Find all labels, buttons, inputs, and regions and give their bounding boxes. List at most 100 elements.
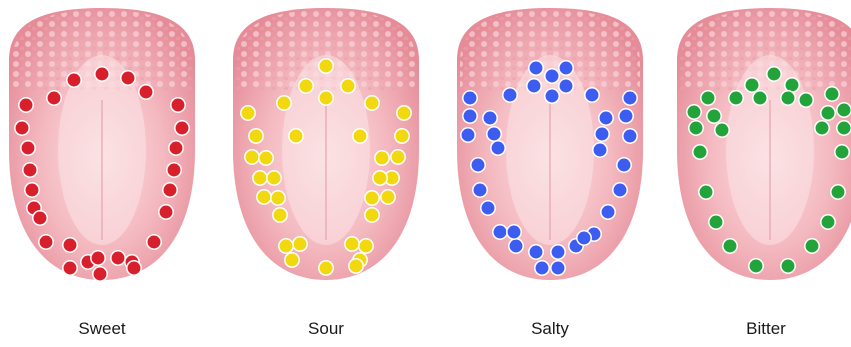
taste-dot — [745, 78, 759, 92]
taste-dot — [529, 61, 543, 75]
label-salty: Salty — [480, 319, 620, 339]
taste-dot — [19, 98, 33, 112]
taste-dot — [91, 251, 105, 265]
taste-dot — [159, 205, 173, 219]
taste-dot — [241, 106, 255, 120]
taste-dot — [585, 88, 599, 102]
taste-dot — [617, 158, 631, 172]
taste-dot — [271, 191, 285, 205]
taste-dot — [127, 261, 141, 275]
taste-dot — [365, 208, 379, 222]
taste-dot — [277, 96, 291, 110]
taste-dot — [375, 151, 389, 165]
taste-dot — [279, 239, 293, 253]
taste-dot — [687, 105, 701, 119]
tongue-sour — [233, 8, 419, 280]
taste-dot — [299, 79, 313, 93]
taste-dot — [23, 163, 37, 177]
label-sour: Sour — [256, 319, 396, 339]
tongue-sweet — [9, 8, 195, 281]
label-sweet: Sweet — [32, 319, 172, 339]
taste-dot — [319, 261, 333, 275]
taste-dot — [359, 239, 373, 253]
taste-dot — [473, 183, 487, 197]
taste-dot — [147, 235, 161, 249]
taste-dot — [365, 191, 379, 205]
taste-dot — [503, 88, 517, 102]
taste-dot — [267, 171, 281, 185]
taste-dot — [619, 109, 633, 123]
taste-dot — [15, 121, 29, 135]
taste-dot — [245, 150, 259, 164]
taste-dot — [831, 185, 845, 199]
taste-dot — [709, 215, 723, 229]
taste-dot — [487, 127, 501, 141]
taste-dot — [559, 79, 573, 93]
taste-dot — [175, 121, 189, 135]
taste-dot — [509, 239, 523, 253]
taste-dot — [257, 190, 271, 204]
taste-dot — [63, 238, 77, 252]
taste-dot — [253, 171, 267, 185]
taste-dot — [693, 145, 707, 159]
taste-dot — [121, 71, 135, 85]
taste-dot — [169, 141, 183, 155]
taste-dot — [781, 91, 795, 105]
taste-dot — [163, 183, 177, 197]
taste-dot — [805, 239, 819, 253]
taste-dot — [715, 123, 729, 137]
taste-dot — [601, 205, 615, 219]
taste-dot — [623, 91, 637, 105]
taste-dot — [785, 78, 799, 92]
taste-dot — [67, 73, 81, 87]
taste-dot — [463, 91, 477, 105]
taste-dot — [461, 128, 475, 142]
taste-dot — [319, 59, 333, 73]
taste-dot — [373, 171, 387, 185]
taste-dot — [527, 79, 541, 93]
taste-dot — [723, 239, 737, 253]
taste-dot — [259, 151, 273, 165]
taste-dot — [529, 245, 543, 259]
taste-dot — [493, 225, 507, 239]
taste-dot — [551, 245, 565, 259]
taste-dot — [349, 259, 363, 273]
taste-dot — [689, 121, 703, 135]
tongue-bitter — [677, 8, 851, 280]
taste-dot — [699, 185, 713, 199]
taste-dot — [285, 253, 299, 267]
taste-dot — [93, 267, 107, 281]
taste-dot — [545, 89, 559, 103]
taste-dot — [95, 67, 109, 81]
taste-dot — [463, 109, 477, 123]
taste-dot — [729, 91, 743, 105]
taste-dot — [47, 91, 61, 105]
taste-dot — [25, 183, 39, 197]
taste-dot — [749, 259, 763, 273]
taste-dot — [167, 163, 181, 177]
taste-dot — [63, 261, 77, 275]
taste-dot — [319, 91, 333, 105]
tongue-salty — [457, 8, 643, 280]
taste-dot — [545, 69, 559, 83]
taste-dot — [835, 145, 849, 159]
taste-dot — [341, 79, 355, 93]
taste-dot — [701, 91, 715, 105]
taste-dot — [623, 129, 637, 143]
taste-dot — [707, 109, 721, 123]
taste-dot — [139, 85, 153, 99]
taste-dot — [507, 225, 521, 239]
taste-dot — [551, 261, 565, 275]
taste-dot — [397, 106, 411, 120]
taste-dot — [559, 61, 573, 75]
taste-dot — [249, 129, 263, 143]
taste-dot — [753, 91, 767, 105]
taste-dot — [273, 208, 287, 222]
taste-dot — [345, 237, 359, 251]
taste-dot — [483, 111, 497, 125]
taste-dot — [595, 127, 609, 141]
taste-dot — [837, 121, 851, 135]
taste-dot — [381, 190, 395, 204]
